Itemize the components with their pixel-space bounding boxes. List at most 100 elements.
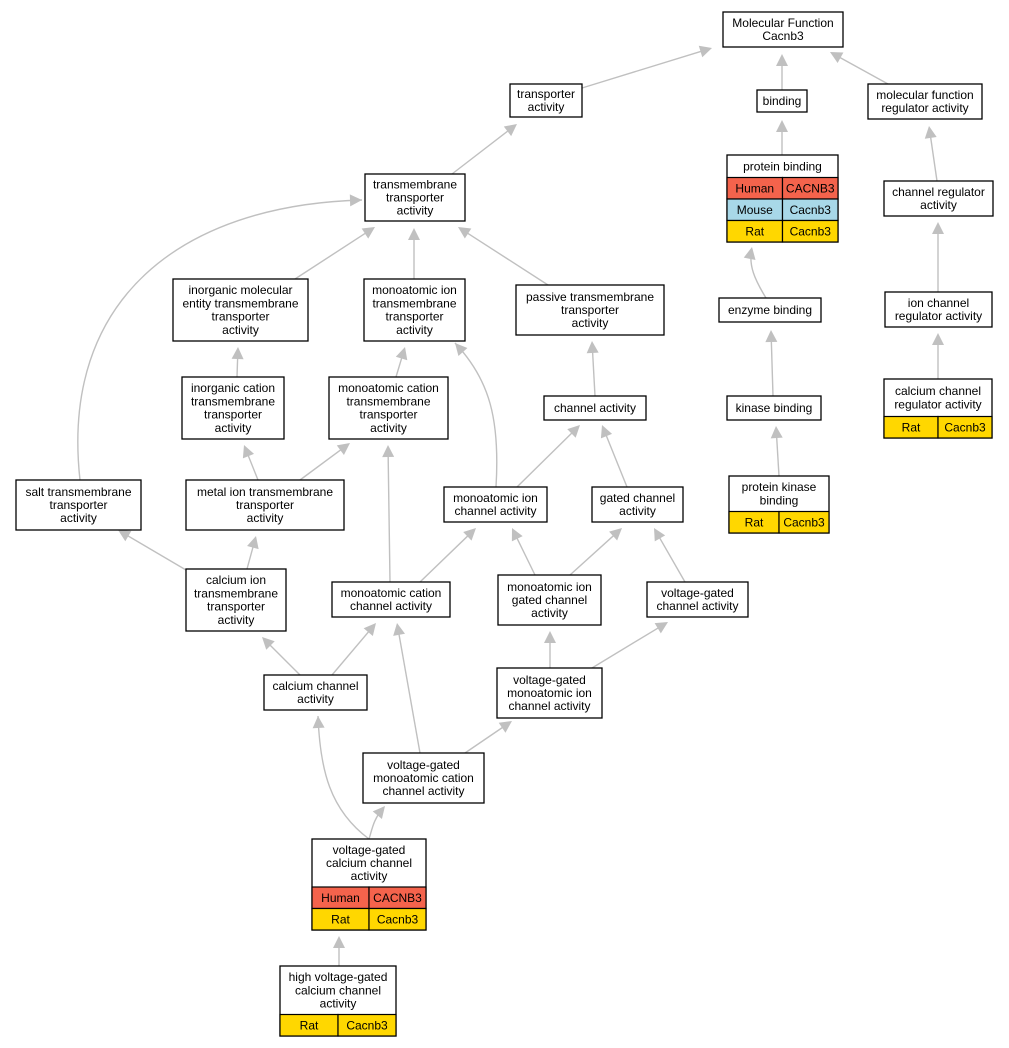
node-box [363, 278, 466, 342]
edge-line [294, 231, 367, 280]
edge-layer [77, 45, 944, 966]
go-term-node-metalion[interactable]: metal ion transmembranetransporteractivi… [185, 479, 345, 531]
term-label-line: calcium channel [326, 856, 412, 870]
edge-line [605, 434, 628, 488]
arrow-head-icon [932, 333, 944, 345]
node-box [718, 297, 822, 323]
edge-line [126, 534, 187, 571]
term-label-line: calcium channel [295, 983, 381, 997]
edge-channel-to-passive [586, 341, 599, 397]
term-label-line: regulator activity [894, 397, 981, 411]
go-term-node-caion_tm[interactable]: calcium iontransmembranetransporteractiv… [185, 568, 287, 632]
term-label-line: ion channel [908, 296, 969, 310]
edge-line [419, 534, 470, 583]
gene-symbol-label: CACNB3 [786, 181, 835, 195]
term-label-line: calcium channel [272, 679, 358, 693]
node-box [172, 278, 309, 342]
term-label-line: enzyme binding [728, 303, 812, 317]
go-term-node-kinase[interactable]: kinase binding [726, 395, 822, 421]
arrow-head-icon [609, 528, 622, 541]
arrow-head-icon [503, 124, 517, 137]
go-term-node-enzyme[interactable]: enzyme binding [718, 297, 822, 323]
term-label-line: channel activity [508, 699, 590, 713]
edge-ionchanreg-cachanreg [932, 333, 944, 379]
edge-metal-to-inorgcat [242, 445, 259, 481]
node-box [867, 83, 983, 120]
edge-protkinase-to-kinase [770, 426, 783, 477]
term-label-line: protein kinase [742, 480, 817, 494]
edge-hvg-to-vgcachan [333, 936, 345, 966]
edge-line [77, 199, 363, 481]
gene-cell [778, 510, 830, 534]
edge-line [247, 454, 259, 481]
go-term-node-inorgcat[interactable]: inorganic cationtransmembranetransporter… [181, 376, 285, 440]
arrow-head-icon [247, 536, 259, 550]
term-label-line: monoatomic ion [453, 491, 538, 505]
edge-line [299, 448, 343, 481]
arrow-head-icon [333, 936, 345, 948]
edge-line [775, 435, 780, 477]
term-label-line: channel activity [554, 401, 636, 415]
arrow-head-icon [776, 120, 788, 132]
arrow-head-icon [408, 228, 420, 240]
term-label-line: transmembrane [346, 394, 430, 408]
term-label-line: activity [920, 198, 957, 212]
edge-monocattm-to-monoiontm [395, 347, 408, 378]
term-label-line: binding [763, 94, 802, 108]
node-box [726, 395, 822, 421]
term-label-line: voltage-gated [661, 586, 734, 600]
arrow-head-icon [262, 637, 275, 650]
gene-symbol-label: Cacnb3 [346, 1018, 388, 1032]
arrow-head-icon [336, 443, 350, 455]
edge-monocatchan-to-monoionchan [419, 528, 476, 583]
species-label: Rat [745, 515, 764, 529]
arrow-head-icon [498, 721, 512, 733]
term-label-line: Cacnb3 [762, 29, 804, 43]
gene-symbol-label: Cacnb3 [377, 912, 419, 926]
arrow-head-icon [312, 716, 325, 729]
edge-caion-to-metal [246, 536, 259, 570]
arrow-head-icon [600, 425, 613, 439]
go-term-node-binding[interactable]: binding [756, 89, 808, 113]
go-term-node-channel[interactable]: channel activity [543, 395, 647, 421]
edge-monoionchan-to-monoiontm [454, 342, 498, 488]
node-box [496, 667, 603, 719]
edge-vgcachan-to-vgmonocat [368, 806, 385, 840]
edge-monoiongated-to-gated [569, 528, 622, 576]
arrow-head-icon [776, 54, 788, 66]
term-label-line: molecular function [876, 88, 973, 102]
go-term-node-monoion_tm[interactable]: monoatomic iontransmembranetransporterac… [363, 278, 466, 342]
edge-chanreg-ionchanreg [932, 222, 944, 292]
edge-line [451, 129, 510, 175]
species-label: Rat [331, 912, 350, 926]
term-label-line: monoatomic cation [341, 586, 442, 600]
go-term-node-monocat_tm[interactable]: monoatomic cationtransmembranetransporte… [328, 376, 449, 440]
term-label-line: activity [218, 613, 255, 627]
term-label-line: inorganic cation [191, 381, 275, 395]
term-label-line: transporter [517, 87, 575, 101]
term-label-line: Molecular Function [732, 16, 833, 30]
